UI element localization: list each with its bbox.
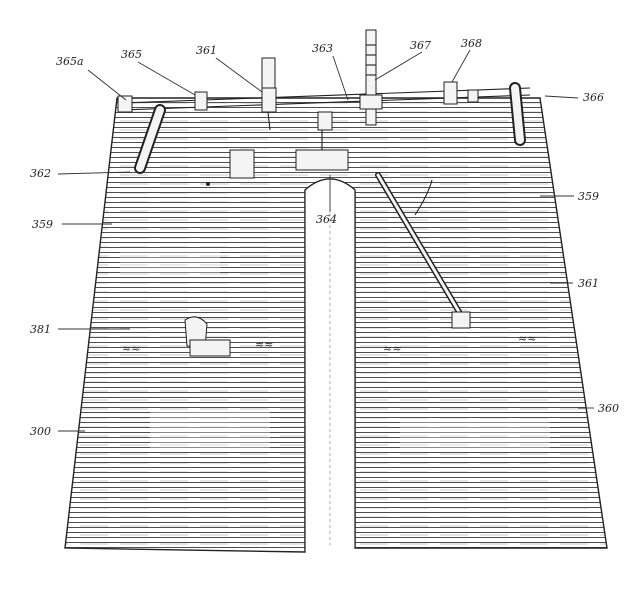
rod-icon — [117, 87, 531, 113]
label-359-left: 359 — [32, 218, 53, 231]
svg-text:≈≈: ≈≈ — [122, 342, 140, 355]
label-361-right: 361 — [578, 277, 599, 290]
clamp-icon — [194, 57, 479, 171]
label-365a: 365a — [56, 55, 84, 68]
label-364: 364 — [316, 213, 337, 226]
clamp-icon: ≈≈ ≈≈ ≈≈ ≈≈ — [122, 316, 536, 357]
bolt-icon — [359, 29, 383, 126]
svg-text:≈≈: ≈≈ — [255, 338, 273, 351]
label-362: 362 — [30, 167, 51, 180]
leader-lines — [57, 49, 594, 432]
board-icon — [64, 97, 608, 553]
label-367: 367 — [410, 39, 431, 52]
label-360: 360 — [598, 402, 619, 415]
svg-text:≈≈: ≈≈ — [383, 342, 401, 355]
reference-numerals: 365a 365 361 363 367 368 366 362 364 359… — [30, 37, 619, 438]
svg-text:≈≈: ≈≈ — [518, 332, 536, 345]
label-359-right: 359 — [578, 190, 599, 203]
label-381: 381 — [30, 323, 51, 336]
label-361: 361 — [196, 44, 217, 57]
label-365: 365 — [121, 48, 142, 61]
label-300: 300 — [30, 425, 51, 438]
label-363: 363 — [312, 42, 333, 55]
label-368: 368 — [461, 37, 482, 50]
handle-icon — [134, 82, 526, 329]
label-366: 366 — [583, 91, 604, 104]
